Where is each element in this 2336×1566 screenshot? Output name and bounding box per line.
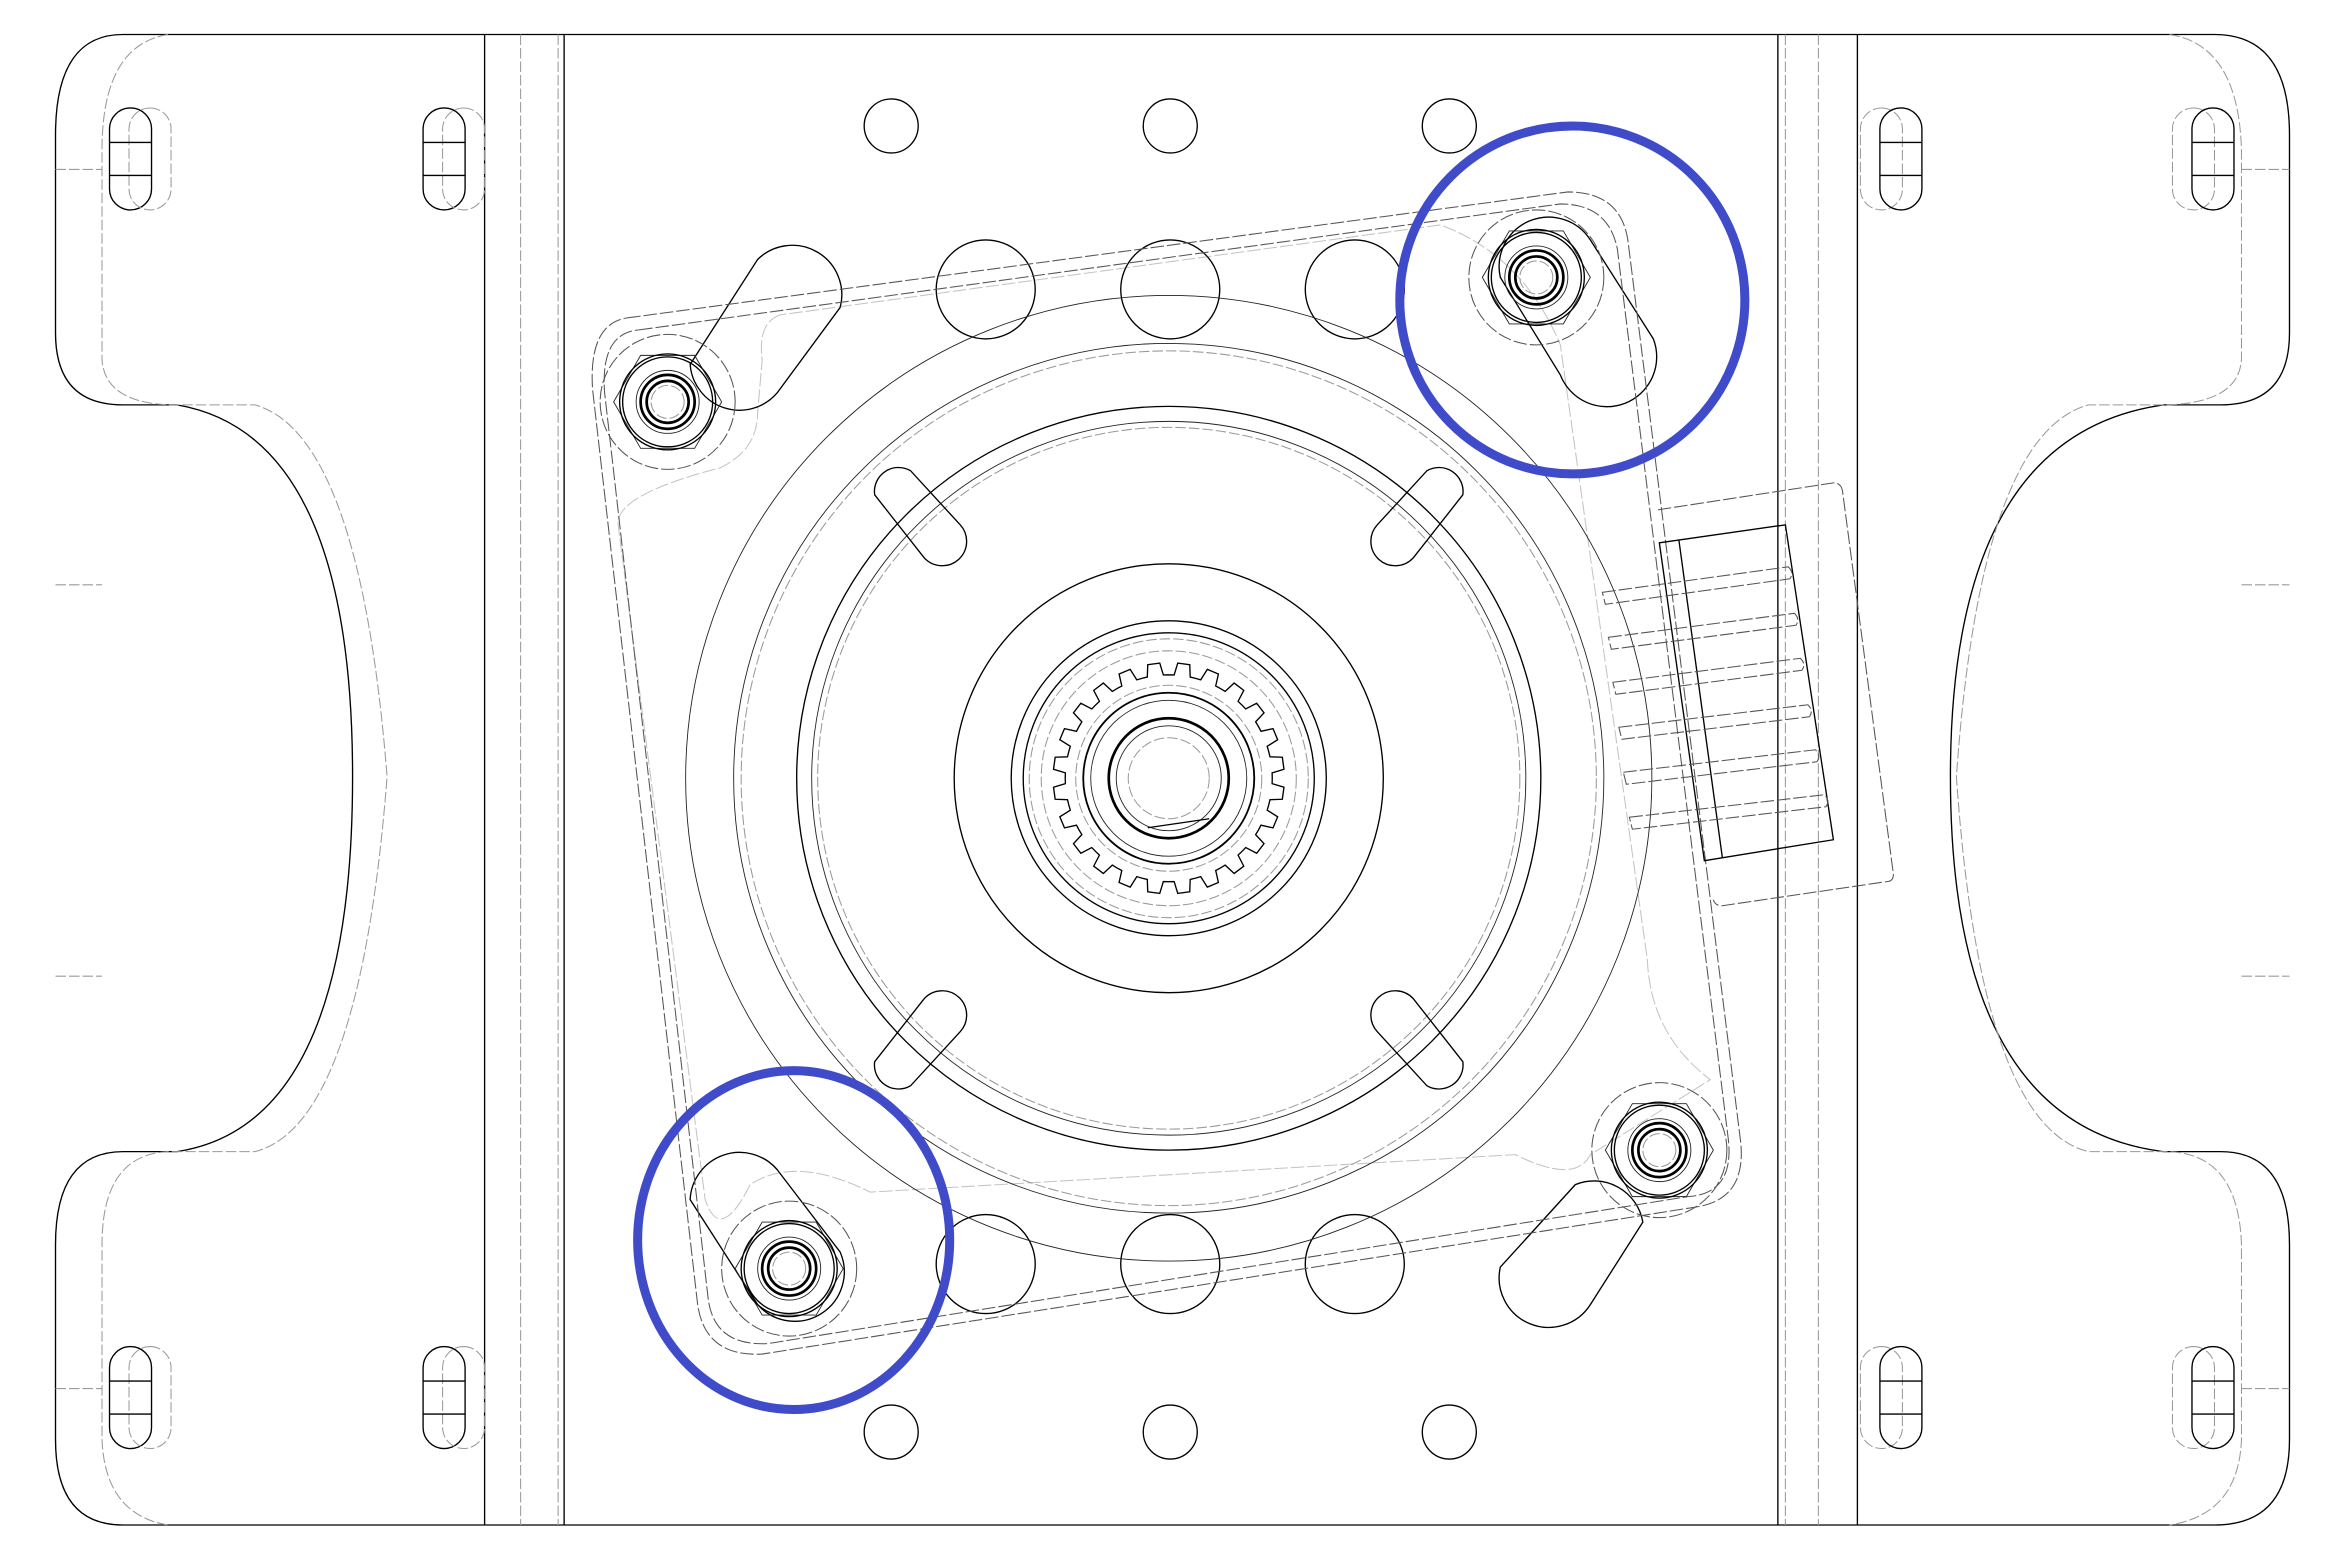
connector-pins bbox=[1601, 566, 1829, 830]
mounting-slots bbox=[108, 107, 2235, 1450]
motor-body bbox=[685, 294, 1653, 1262]
highlight-bottom-left bbox=[633, 1066, 955, 1415]
motor-flange bbox=[591, 191, 1742, 1355]
base-plate bbox=[54, 33, 2291, 1526]
nut-bottom-left bbox=[721, 1200, 858, 1337]
slot-bottom-left-outer bbox=[108, 1345, 172, 1450]
nut-top-left bbox=[599, 333, 736, 470]
slot-top-right-outer bbox=[2171, 107, 2235, 211]
slot-bottom-right-inner bbox=[1859, 1345, 1923, 1450]
side-rails bbox=[483, 34, 1859, 1526]
slot-bottom-left-inner bbox=[422, 1345, 486, 1450]
plate-holes bbox=[689, 98, 1658, 1460]
slot-top-left-inner bbox=[422, 107, 486, 211]
motor-slots bbox=[873, 466, 1464, 1090]
nut-top-right bbox=[1468, 209, 1605, 346]
slot-top-left-outer bbox=[108, 107, 172, 211]
nut-bottom-right bbox=[1591, 1082, 1728, 1219]
output-gear bbox=[1040, 650, 1297, 907]
slot-bottom-right-outer bbox=[2171, 1345, 2235, 1450]
slot-top-right-inner bbox=[1859, 107, 1923, 211]
highlight-annotations bbox=[633, 121, 1750, 1415]
side-connector bbox=[1601, 482, 1894, 907]
fastener-nuts bbox=[599, 209, 1728, 1337]
highlight-top-right bbox=[1395, 121, 1750, 479]
